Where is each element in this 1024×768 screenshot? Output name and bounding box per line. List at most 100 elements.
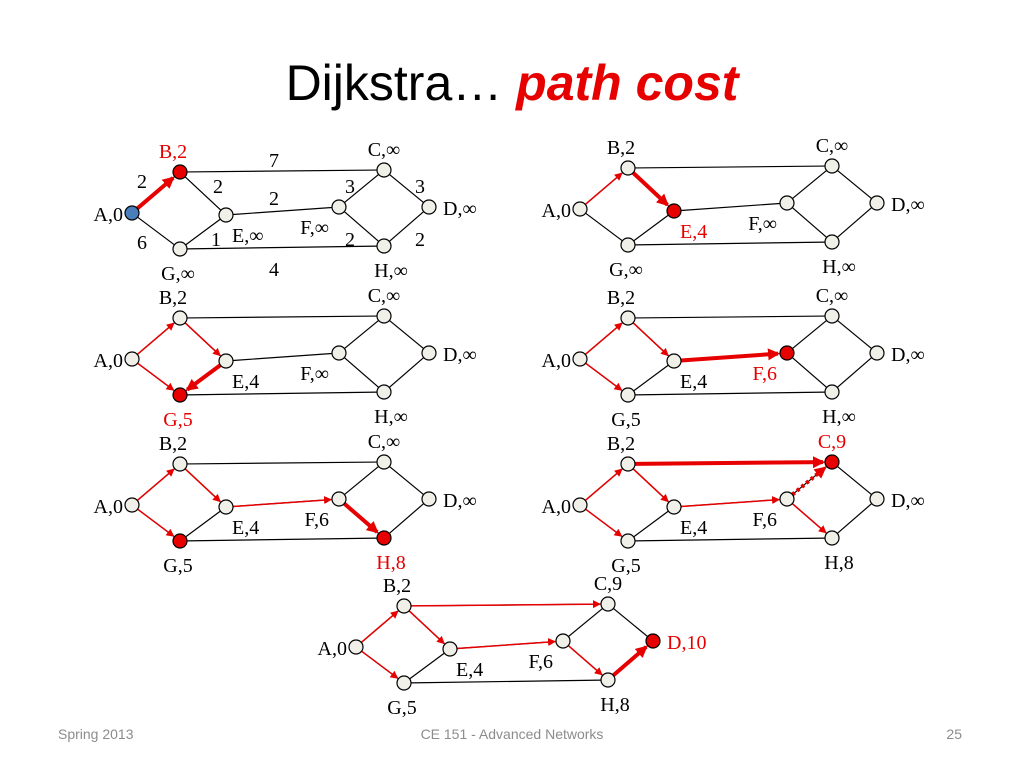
node-label-C: C,∞: [816, 285, 849, 307]
node-A: [572, 351, 588, 367]
node-F: [779, 491, 795, 507]
node-H: [824, 234, 840, 250]
footer-right: 25: [946, 726, 962, 742]
node-label-A: A,0: [94, 496, 123, 518]
node-label-A: A,0: [318, 638, 347, 660]
edge-weight-G-H: 4: [269, 259, 279, 281]
edge-weight-H-D: 2: [415, 229, 425, 251]
edge-B-C: [634, 315, 826, 319]
edge-weight-A-G: 6: [137, 232, 147, 254]
tree-edge-E-F: [232, 496, 333, 508]
edge-H-D: [388, 211, 425, 242]
node-H: [824, 384, 840, 400]
node-G: [620, 237, 636, 253]
current-edge-B-E: [631, 171, 669, 207]
node-label-G: G,∞: [161, 263, 195, 285]
edge-F-C: [344, 173, 379, 204]
edge-E-G: [185, 510, 221, 538]
tree-edge-B-E: [408, 610, 445, 645]
node-A: [124, 351, 140, 367]
edge-weight-F-C: 3: [345, 176, 355, 198]
tree-edge-A-B: [584, 468, 623, 502]
tree-edge-B-C: [410, 600, 602, 609]
node-B: [172, 456, 188, 472]
edge-H-D: [388, 503, 425, 534]
node-label-H: H,∞: [374, 406, 408, 428]
tree-edge-F-H: [791, 503, 827, 534]
node-label-F: F,∞: [300, 217, 329, 239]
node-B: [396, 598, 412, 614]
edge-C-D: [389, 465, 424, 496]
current-edge-B-C: [634, 456, 826, 469]
node-D: [421, 345, 437, 361]
edge-G-H: [634, 241, 826, 246]
node-E: [666, 353, 682, 369]
node-label-A: A,0: [94, 204, 123, 226]
node-label-C: C,∞: [368, 431, 401, 453]
title-plain: Dijkstra…: [285, 55, 517, 111]
node-B: [620, 160, 636, 176]
node-D: [869, 491, 885, 507]
edge-F-C: [568, 607, 603, 638]
edge-G-H: [186, 245, 378, 250]
edge-F-H: [343, 357, 380, 388]
node-label-D: D,∞: [443, 198, 477, 220]
edge-B-C: [186, 461, 378, 465]
node-G: [172, 533, 188, 549]
edge-C-D: [389, 319, 424, 350]
node-label-H: H,∞: [374, 260, 408, 282]
tree-edge-A-G: [585, 508, 623, 537]
node-label-D: D,∞: [891, 194, 925, 216]
node-label-B: B,2: [383, 575, 411, 597]
edge-G-H: [186, 537, 378, 542]
node-label-H: H,8: [824, 552, 853, 574]
edge-C-D: [837, 465, 872, 496]
node-F: [779, 195, 795, 211]
edge-H-D: [836, 357, 873, 388]
node-label-F: F,6: [304, 509, 329, 531]
node-label-G: G,5: [387, 697, 416, 719]
node-C: [824, 308, 840, 324]
node-D: [869, 345, 885, 361]
node-A: [124, 205, 140, 221]
node-F: [555, 633, 571, 649]
edge-E-F: [232, 206, 333, 216]
node-H: [376, 384, 392, 400]
edge-H-D: [836, 207, 873, 238]
edge-E-G: [633, 510, 669, 538]
edge-E-G: [409, 652, 445, 680]
node-G: [172, 241, 188, 257]
node-label-B: B,2: [159, 141, 187, 163]
node-G: [620, 387, 636, 403]
node-E: [666, 203, 682, 219]
node-E: [218, 207, 234, 223]
tree-edge-A-G: [361, 650, 399, 679]
current-edge-A-B: [136, 176, 175, 210]
edge-F-H: [791, 207, 828, 238]
edge-weight-B-C: 7: [269, 150, 279, 172]
node-label-F: F,6: [752, 509, 777, 531]
node-label-E: E,4: [680, 371, 707, 393]
node-label-A: A,0: [94, 350, 123, 372]
edge-C-D: [837, 319, 872, 350]
tree-edge-A-B: [360, 610, 399, 644]
node-H: [824, 530, 840, 546]
node-label-B: B,2: [159, 433, 187, 455]
node-label-G: G,5: [611, 555, 640, 577]
node-A: [572, 497, 588, 513]
node-label-E: E,4: [232, 517, 259, 539]
edge-F-C: [792, 319, 827, 350]
edge-F-C: [344, 319, 379, 350]
tree-edge-E-F: [680, 496, 781, 508]
node-label-C: C,∞: [816, 135, 849, 157]
node-label-C: C,9: [594, 573, 622, 595]
node-label-G: G,5: [163, 409, 192, 431]
slide-title: Dijkstra… path cost: [0, 58, 1024, 108]
edge-G-H: [634, 537, 826, 542]
tree-edge-A-B: [584, 322, 623, 356]
edge-E-F: [680, 202, 781, 212]
